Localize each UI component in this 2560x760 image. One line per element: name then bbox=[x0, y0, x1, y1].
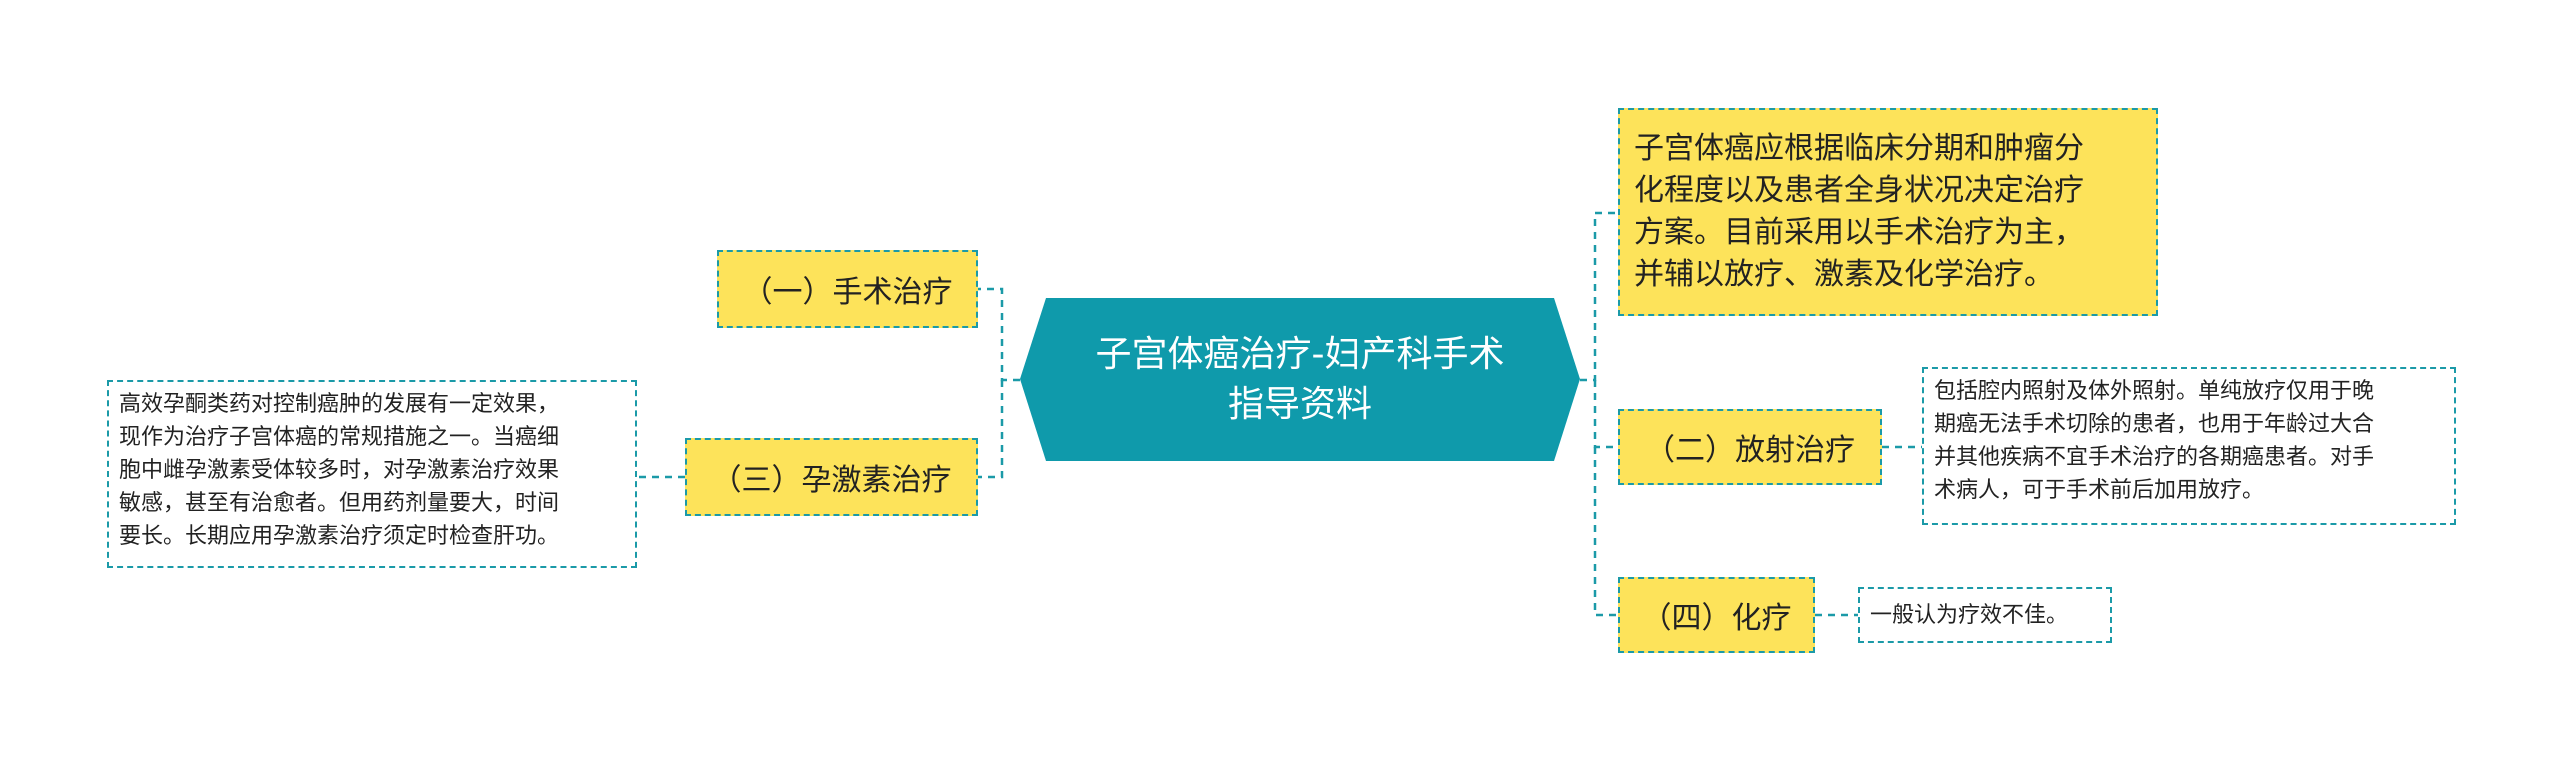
leaf-overview: 子宫体癌应根据临床分期和肿瘤分 化程度以及患者全身状况决定治疗 方案。目前采用以… bbox=[1618, 108, 2158, 316]
branch-chemo-label: （四）化疗 bbox=[1641, 601, 1792, 636]
leaf-chemo-detail: 一般认为疗效不佳。 bbox=[1858, 587, 2112, 643]
branch-radiation: （二）放射治疗 bbox=[1618, 409, 1882, 485]
leaf-hormone-line: 要长。长期应用孕激素治疗须定时检查肝功。 bbox=[119, 524, 560, 549]
branch-surgery-label: （一）手术治疗 bbox=[742, 275, 953, 310]
leaf-hormone-detail: 高效孕酮类药对控制癌肿的发展有一定效果， 现作为治疗子宫体癌的常规措施之一。当癌… bbox=[107, 380, 637, 568]
leaf-hormone-line: 现作为治疗子宫体癌的常规措施之一。当癌细 bbox=[119, 425, 560, 450]
leaf-radiation-line: 并其他疾病不宜手术治疗的各期癌患者。对手 bbox=[1934, 445, 2375, 470]
central-topic-shape bbox=[1020, 298, 1580, 461]
leaf-hormone-line: 敏感，甚至有治愈者。但用药剂量要大，时间 bbox=[119, 491, 560, 516]
leaf-overview-line: 方案。目前采用以手术治疗为主， bbox=[1634, 215, 2084, 250]
central-topic-line-2: 指导资料 bbox=[1227, 383, 1372, 425]
central-topic: 子宫体癌治疗-妇产科手术 指导资料 bbox=[1020, 298, 1580, 461]
branch-surgery: （一）手术治疗 bbox=[717, 250, 978, 328]
branch-hormone: （三）孕激素治疗 bbox=[685, 438, 978, 516]
leaf-overview-line: 子宫体癌应根据临床分期和肿瘤分 bbox=[1634, 131, 2084, 166]
leaf-overview-line: 化程度以及患者全身状况决定治疗 bbox=[1634, 173, 2084, 208]
leaf-hormone-line: 高效孕酮类药对控制癌肿的发展有一定效果， bbox=[119, 392, 560, 417]
branch-hormone-label: （三）孕激素治疗 bbox=[711, 463, 952, 498]
branch-chemo: （四）化疗 bbox=[1618, 577, 1815, 653]
central-topic-line-1: 子宫体癌治疗-妇产科手术 bbox=[1095, 333, 1505, 375]
leaf-radiation-detail: 包括腔内照射及体外照射。单纯放疗仅用于晚 期癌无法手术切除的患者，也用于年龄过大… bbox=[1922, 367, 2456, 525]
leaf-chemo-text: 一般认为疗效不佳。 bbox=[1870, 602, 2069, 628]
leaf-overview-line: 并辅以放疗、激素及化学治疗。 bbox=[1634, 257, 2054, 292]
leaf-radiation-line: 包括腔内照射及体外照射。单纯放疗仅用于晚 bbox=[1934, 379, 2375, 404]
branch-radiation-label: （二）放射治疗 bbox=[1645, 433, 1855, 468]
leaf-radiation-line: 术病人，可于手术前后加用放疗。 bbox=[1934, 478, 2265, 503]
leaf-hormone-line: 胞中雌孕激素受体较多时，对孕激素治疗效果 bbox=[119, 458, 560, 483]
leaf-radiation-line: 期癌无法手术切除的患者，也用于年龄过大合 bbox=[1934, 412, 2375, 437]
